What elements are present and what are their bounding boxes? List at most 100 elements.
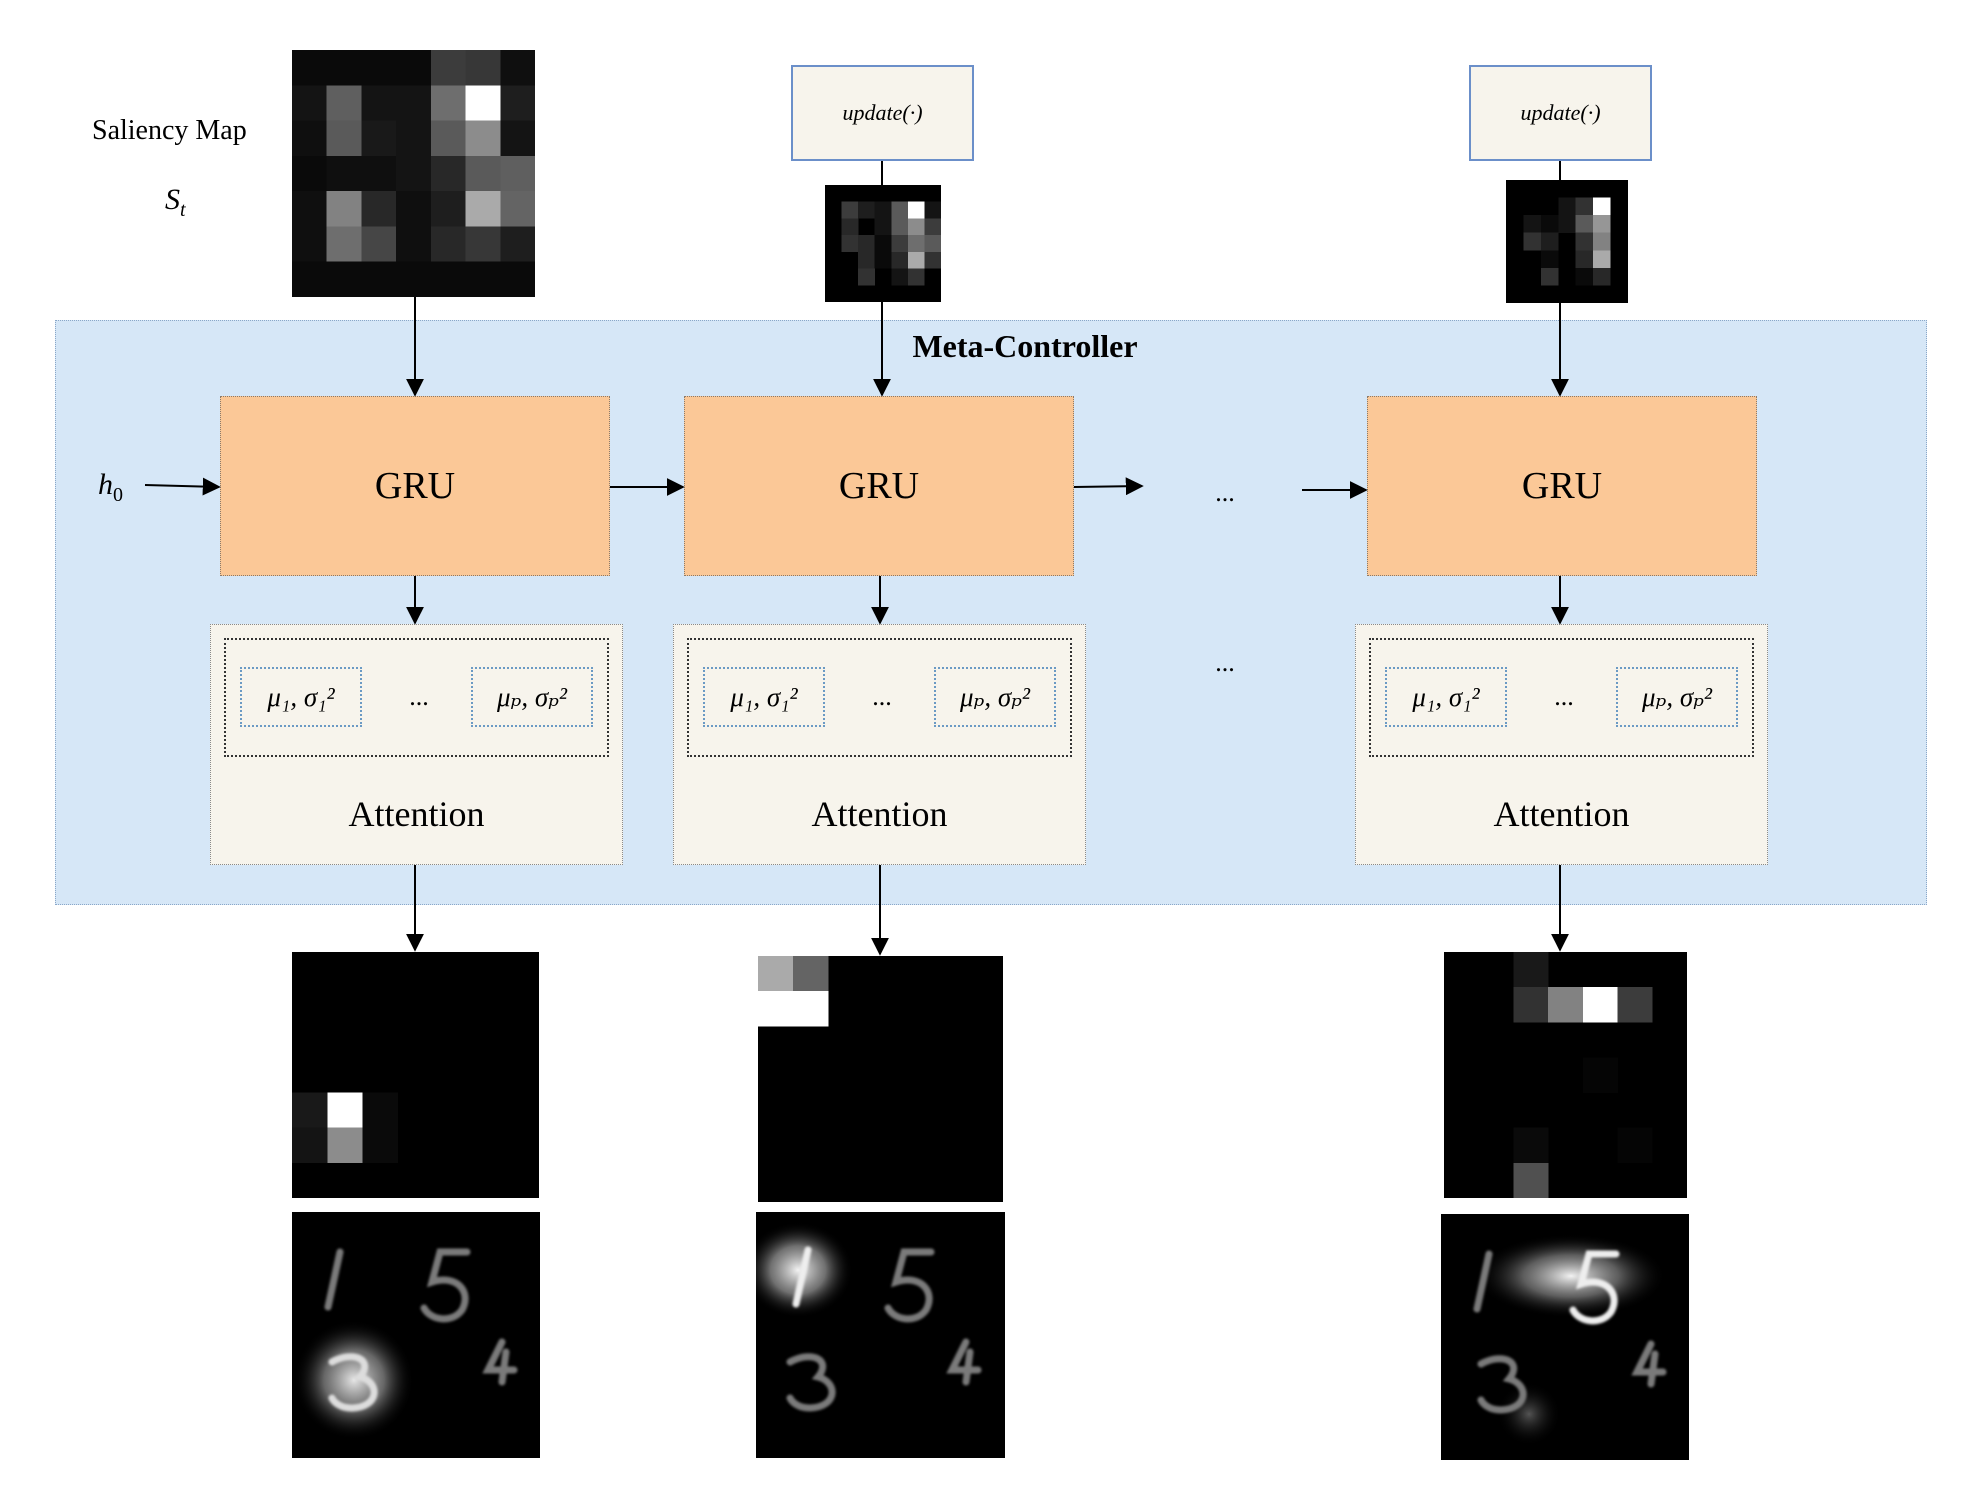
updated-saliency-tile-2 [1506,180,1628,303]
tile-cell [858,268,875,286]
tile-cell [396,226,432,263]
meta-controller-title: Meta-Controller [912,328,1138,364]
update-box-2: update(·) [1469,65,1652,161]
digit-five-stroke [420,1248,471,1323]
digit-five-stroke [884,1248,935,1323]
tile-cell [465,155,501,192]
tile-cell [326,191,362,227]
tile-cell [326,120,362,157]
tile-cell [362,1092,399,1129]
tile-cell [1575,215,1594,233]
attention-params-2: μ₁, σ₁² ... μₚ, σₚ² [687,638,1072,757]
tile-cell [430,191,466,227]
tile-cell [907,235,925,253]
tile-cell [758,991,794,1027]
tile-cell [500,50,535,86]
tile-cell [326,261,362,297]
tile-cell [793,956,829,992]
tile-cell [465,120,501,157]
tile-cell [1523,232,1542,251]
tile-cell [1593,267,1611,286]
saliency-symbol: St [165,183,186,221]
param-last-1: μₚ, σₚ² [471,667,593,727]
tile-cell [292,120,328,157]
param-last-3: μₚ, σₚ² [1616,667,1738,727]
tile-cell [1513,987,1549,1023]
tile-cell [465,191,501,227]
gru-box-2: GRU [684,396,1074,576]
gru-box-1: GRU [220,396,610,576]
attention-map-tile-3 [1444,952,1687,1198]
digit-three-stroke [328,1353,378,1412]
digit-four-stroke [1631,1340,1667,1388]
tile-cell [874,218,892,236]
glimpse-image-2 [756,1212,1005,1458]
tile-cell [430,261,466,297]
attention-label-3: Attention [1493,794,1630,834]
tile-cell [1513,952,1549,988]
tile-cell [1617,987,1653,1023]
attention-chain-ellipsis: ... [1215,648,1235,677]
param-ellipsis-2: ... [872,682,892,711]
digit-three-stroke [1477,1355,1527,1414]
tile-cell [396,85,432,121]
digit-four-stroke [946,1338,982,1386]
tile-cell [465,85,501,121]
digit-three-stroke [786,1353,836,1412]
tile-cell [361,120,397,157]
param-first-3: μ₁, σ₁² [1385,667,1507,727]
tile-cell [361,191,397,227]
glimpse-image-1 [292,1212,540,1458]
tile-cell [891,251,909,269]
param-ellipsis-3: ... [1554,682,1574,711]
tile-cell [924,251,941,269]
param-first-2: μ₁, σ₁² [703,667,825,727]
gru-chain-ellipsis: ... [1215,478,1235,507]
tile-cell [292,155,328,192]
tile-cell [396,155,432,192]
tile-cell [292,261,328,297]
glimpse-image-3 [1441,1214,1689,1460]
updated-saliency-tile-1 [825,185,941,302]
digit-four-stroke [482,1338,518,1386]
tile-cell [924,218,941,236]
tile-cell [1575,197,1594,216]
arrow-h0-to-gru-1 [144,477,221,496]
tile-cell [1523,215,1542,233]
tile-cell [326,85,362,121]
saliency-map-label: Saliency Map [92,115,247,146]
digit-five-stroke [1569,1250,1620,1325]
tile-cell [500,261,535,297]
tile-cell [1575,267,1594,286]
param-first-1: μ₁, σ₁² [240,667,362,727]
tile-cell [924,201,941,219]
glimpse-secondary-highlight [1497,1382,1561,1446]
tile-cell [500,120,535,157]
tile-cell [292,1127,328,1164]
tile-cell [465,261,501,297]
tile-cell [1558,215,1576,233]
tile-cell [907,268,925,286]
tile-cell [1593,215,1611,233]
tile-cell [465,50,501,86]
tile-cell [891,235,909,253]
attention-block-1: μ₁, σ₁² ... μₚ, σₚ² Attention [210,624,623,865]
attention-block-3: μ₁, σ₁² ... μₚ, σₚ² Attention [1355,624,1768,865]
tile-cell [396,191,432,227]
tile-cell [1593,197,1611,216]
param-ellipsis-1: ... [409,682,429,711]
tile-cell [292,1092,328,1129]
tile-cell [1593,250,1611,269]
tile-cell [1540,215,1559,233]
attention-map-tile-1 [292,952,539,1198]
tile-cell [841,235,859,253]
tile-cell [1593,232,1611,251]
tile-cell [858,251,875,269]
tile-cell [924,235,941,253]
tile-cell [1582,987,1618,1023]
tile-cell [500,155,535,192]
attention-label-2: Attention [811,794,948,834]
tile-cell [907,251,925,269]
